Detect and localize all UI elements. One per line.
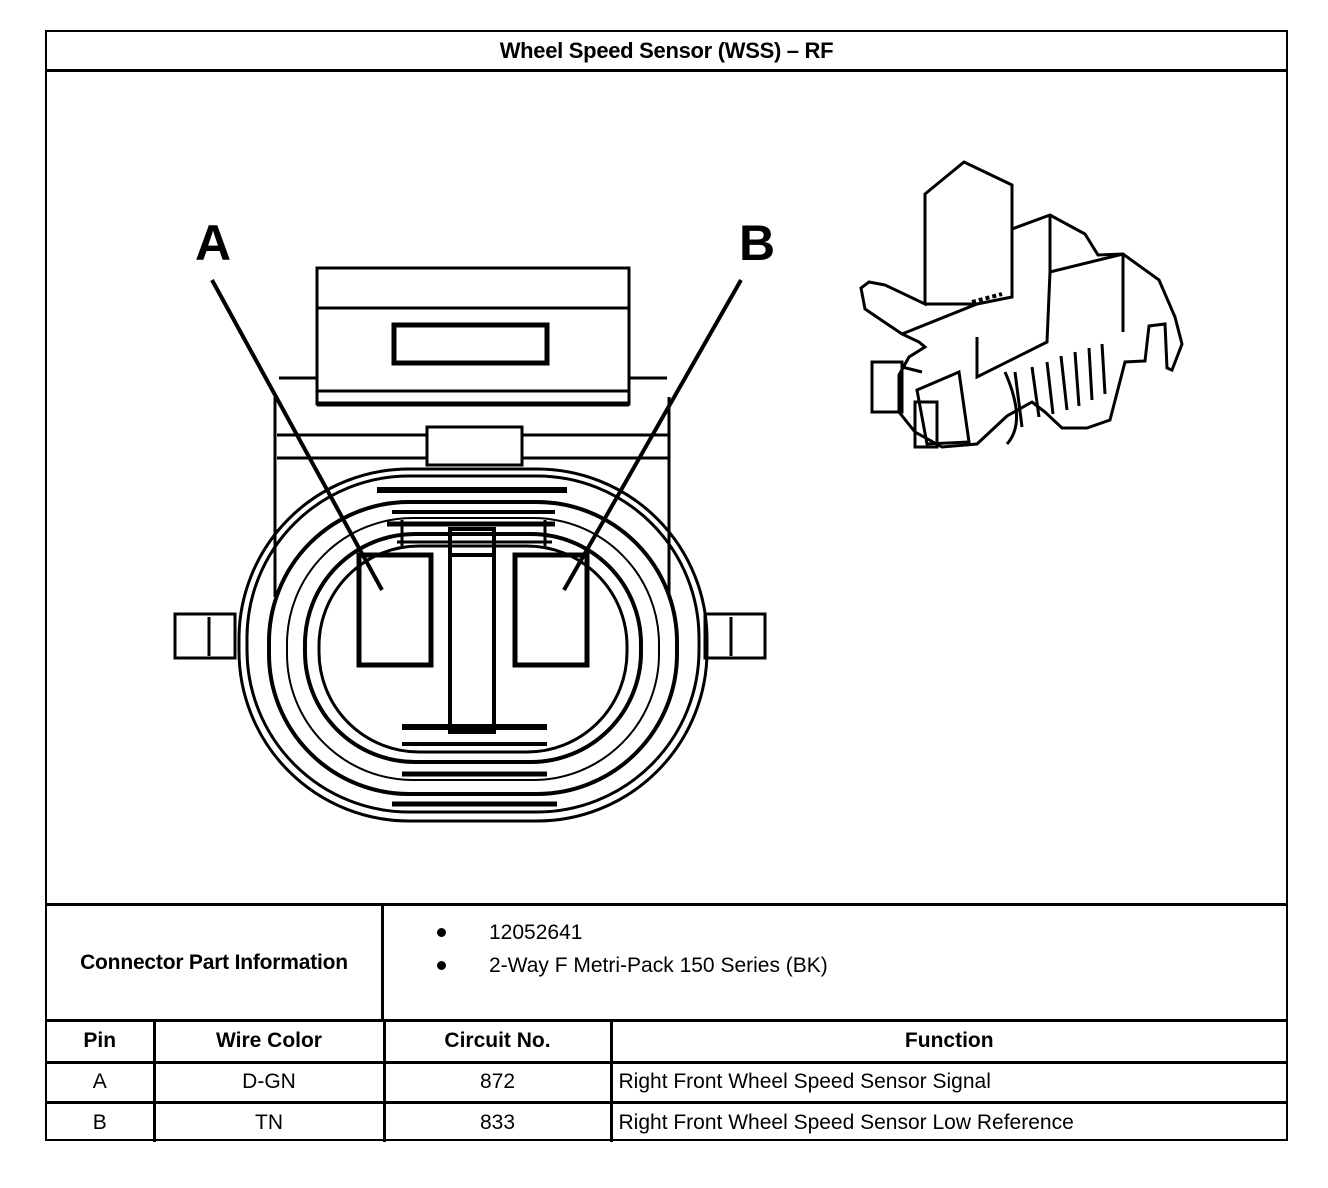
header-circuit-no: Circuit No.: [384, 1022, 613, 1064]
connector-sheet: Wheel Speed Sensor (WSS) – RF: [45, 30, 1288, 1142]
connector-part-information: Connector Part Information 12052641 2-Wa…: [47, 906, 1286, 1022]
header-pin: Pin: [47, 1022, 156, 1064]
pin-cell: A: [47, 1062, 156, 1104]
terminal-cavity-b: [512, 552, 590, 668]
circuit-cell: 833: [384, 1102, 613, 1142]
part-number: 12052641: [489, 921, 583, 944]
part-info-label: Connector Part Information: [47, 906, 384, 1019]
callout-leader-a: [210, 279, 384, 591]
terminal-cavity-a: [356, 552, 434, 668]
center-divider: [448, 527, 496, 734]
part-info-item: 2-Way F Metri-Pack 150 Series (BK): [437, 949, 828, 982]
sheet-title: Wheel Speed Sensor (WSS) – RF: [47, 32, 1286, 72]
wire-color-cell: D-GN: [154, 1062, 386, 1104]
latch-window: [391, 322, 550, 366]
outer-seal: [237, 467, 709, 823]
header-wire-color: Wire Color: [154, 1022, 386, 1064]
callout-label-b: B: [739, 215, 775, 271]
pin-table: Pin Wire Color Circuit No. Function A D-…: [47, 1022, 1286, 1142]
bullet-icon: [437, 928, 446, 937]
part-info-list: 12052641 2-Way F Metri-Pack 150 Series (…: [437, 916, 828, 982]
function-cell: Right Front Wheel Speed Sensor Low Refer…: [618, 1110, 1074, 1134]
circuit-cell: 872: [384, 1062, 613, 1104]
wire-color-cell: TN: [154, 1102, 386, 1142]
callout-leader-b: [562, 279, 743, 591]
callout-label-a: A: [195, 215, 231, 271]
table-row: B TN 833 Right Front Wheel Speed Sensor …: [47, 1102, 1286, 1142]
table-row: A D-GN 872 Right Front Wheel Speed Senso…: [47, 1062, 1286, 1104]
part-info-item: 12052641: [437, 916, 828, 949]
pin-table-header: Pin Wire Color Circuit No. Function: [47, 1022, 1286, 1064]
bullet-icon: [437, 961, 446, 970]
connector-drawing: A B: [173, 160, 1184, 823]
latch-top: [315, 266, 631, 310]
function-cell: Right Front Wheel Speed Sensor Signal: [611, 1062, 1286, 1104]
header-function: Function: [611, 1022, 1286, 1064]
part-description: 2-Way F Metri-Pack 150 Series (BK): [489, 954, 828, 977]
pin-cell: B: [47, 1102, 156, 1142]
connector-face-view: [173, 266, 767, 823]
connector-isometric-view: [859, 160, 1184, 449]
connector-figure: A B: [47, 72, 1286, 906]
